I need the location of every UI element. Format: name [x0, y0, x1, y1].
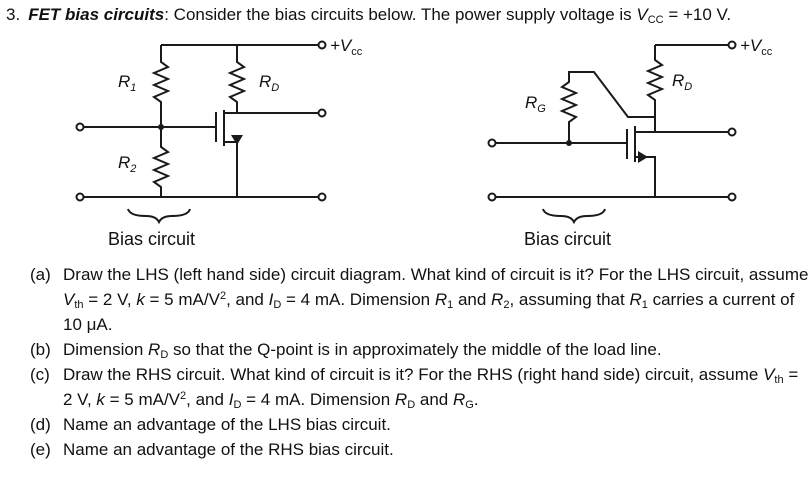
lhs-source-line: [224, 141, 238, 197]
r1-resistor: [151, 45, 171, 127]
rhs-bias-circuit: +Vcc RD RG Bias circuit: [487, 36, 773, 249]
rg-label: RG: [525, 93, 546, 115]
rd-label-lhs: RD: [259, 72, 279, 94]
lhs-output-terminal: [317, 108, 327, 118]
rd-label-rhs: RD: [672, 71, 692, 93]
question-parts: (a) Draw the LHS (left hand side) circui…: [30, 262, 810, 462]
rhs-vcc-label: +Vcc: [740, 36, 773, 58]
question-heading: 3. FET bias circuits: Consider the bias c…: [6, 4, 806, 26]
rg-feedback-resistor: [559, 71, 655, 143]
question-intro: : Consider the bias circuits below. The …: [164, 5, 732, 26]
question-number: 3.: [6, 5, 21, 24]
part-b-label: (b): [30, 340, 51, 359]
part-d: (d) Name an advantage of the LHS bias ci…: [30, 412, 810, 437]
rhs-ground-right-terminal: [727, 192, 737, 202]
part-e: (e) Name an advantage of the RHS bias ci…: [30, 437, 810, 462]
part-e-text: Name an advantage of the RHS bias circui…: [63, 440, 394, 459]
rhs-input-terminal: [487, 138, 497, 148]
lhs-ground-right-terminal: [317, 192, 327, 202]
r2-label: R2: [118, 153, 136, 175]
lhs-input-terminal: [75, 122, 85, 132]
rhs-brace: [542, 208, 606, 225]
rd-resistor-rhs: [645, 45, 665, 132]
lhs-ground-left-terminal: [75, 192, 85, 202]
part-c: (c) Draw the RHS circuit. What kind of c…: [30, 362, 810, 412]
lhs-caption: Bias circuit: [108, 229, 195, 249]
lhs-bias-circuit: +Vcc R1 R2 RD Bias circuit: [75, 36, 363, 249]
lhs-vcc-label: +Vcc: [330, 36, 363, 58]
rhs-vcc-terminal: [727, 40, 737, 50]
part-a-label: (a): [30, 265, 51, 284]
rhs-caption: Bias circuit: [524, 229, 611, 249]
part-a: (a) Draw the LHS (left hand side) circui…: [30, 262, 810, 337]
part-b: (b) Dimension RD so that the Q-point is …: [30, 337, 810, 362]
part-e-label: (e): [30, 440, 51, 459]
part-d-text: Name an advantage of the LHS bias circui…: [63, 415, 391, 434]
rhs-gate-node: [566, 140, 572, 146]
rhs-source-arrow: [638, 151, 648, 163]
lhs-source-arrow: [231, 135, 243, 145]
question-title: FET bias circuits: [28, 5, 165, 24]
r2-resistor: [151, 127, 171, 197]
bias-circuits-figure: +Vcc R1 R2 RD Bias circuit +Vcc: [75, 36, 773, 249]
rd-resistor-lhs: [227, 45, 247, 113]
rhs-output-terminal: [727, 127, 737, 137]
rhs-ground-left-terminal: [487, 192, 497, 202]
part-c-label: (c): [30, 365, 50, 384]
lhs-vcc-terminal: [317, 40, 327, 50]
r1-label: R1: [118, 72, 136, 94]
part-d-label: (d): [30, 415, 51, 434]
lhs-brace: [127, 208, 191, 225]
